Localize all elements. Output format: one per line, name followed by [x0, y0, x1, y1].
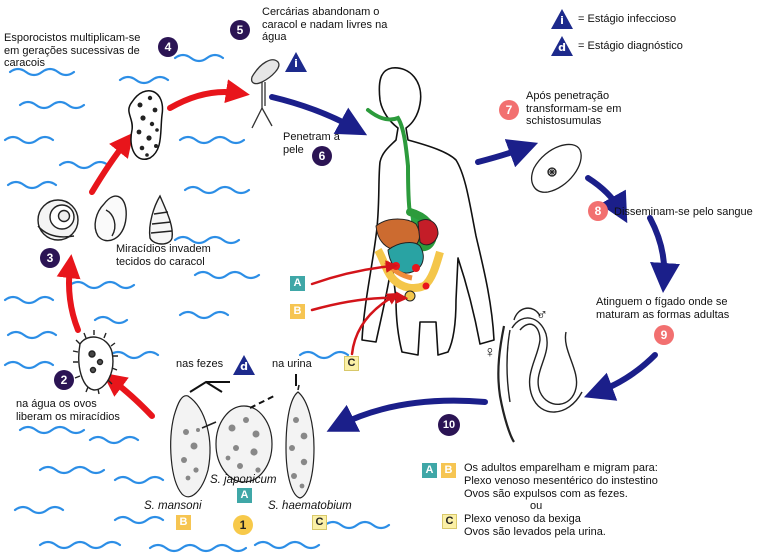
male-symbol: ♂ — [536, 307, 548, 324]
species-haematobium-tag: C — [312, 515, 327, 530]
egg-label-connectors — [189, 374, 297, 409]
step-5-text: Cercárias abandonam o caracol e nadam li… — [262, 6, 388, 43]
adults-note-line-3: Ovos são expulsos com as fezes. — [464, 488, 628, 500]
adults-note-or: ou — [530, 500, 543, 512]
adults-note-tag-c: C — [442, 514, 457, 529]
arrow-schistosomula-to-blood — [585, 175, 628, 224]
sporocyst-illustration — [128, 90, 164, 161]
step-8-text: Disseminam-se pelo sangue — [614, 206, 753, 218]
infectious-stage-marker: i — [285, 52, 307, 72]
snail-illustrations — [37, 194, 174, 245]
adult-worms-illustration — [497, 307, 583, 443]
egg-illustrations — [170, 384, 315, 499]
arrow-miracidium-to-snail — [56, 254, 81, 333]
step-4-text: Esporocistos multiplicam-se em gerações … — [4, 32, 141, 69]
step-5-badge: 5 — [230, 20, 250, 40]
step-9-badge: 9 — [654, 325, 674, 345]
adults-note-line-4: Plexo venoso da bexiga — [464, 513, 581, 525]
schistosomulum-illustration — [531, 143, 582, 193]
adults-note-tag-b: B — [441, 463, 456, 478]
step-3-text: Miracídios invadem tecidos do caracol — [116, 243, 211, 268]
step-9-text: Atinguem o fígado onde se maturam as for… — [596, 296, 730, 321]
step-7-badge: 7 — [499, 100, 519, 120]
in-feces-label: nas fezes — [176, 358, 224, 370]
site-tag-c: C — [344, 356, 359, 371]
adults-note-line-1: Os adultos emparelham e migram para: — [464, 462, 658, 474]
step-6-text: Penetram a pele — [283, 131, 340, 156]
species-mansoni-label: S. mansoni — [144, 500, 202, 512]
arrow-body-to-schistosomula — [475, 139, 539, 168]
adults-note-line-2: Plexo venoso mesentérico do instestino — [464, 475, 658, 487]
diagnostic-stage-marker: d — [233, 355, 255, 375]
arrow-adults-to-eggs — [326, 397, 488, 432]
step-2-badge: 2 — [54, 370, 74, 390]
arrow-snail-to-sporocyst — [89, 132, 134, 195]
step-3-badge: 3 — [40, 248, 60, 268]
navy-cycle-arrows — [269, 94, 680, 432]
step-10-badge: 10 — [438, 414, 460, 436]
arrow-liver-to-adults — [583, 352, 658, 401]
species-japonicum-tag: A — [237, 488, 252, 503]
species-haematobium-label: S. haematobium — [268, 500, 352, 512]
arrow-sporocyst-to-cercaria — [167, 79, 250, 111]
arrow-cercaria-to-skin — [269, 94, 368, 136]
arrow-egg-to-miracidium — [102, 372, 155, 419]
miracidium-illustration — [72, 330, 118, 395]
step-4-badge: 4 — [158, 37, 178, 57]
legend-diagnostic-marker: d — [551, 36, 573, 56]
step-6-badge: 6 — [312, 146, 332, 166]
legend-diagnostic-label: = Estágio diagnóstico — [578, 40, 683, 52]
species-japonicum-label: S. japonicum — [210, 474, 277, 486]
in-urine-label: na urina — [272, 358, 312, 370]
adults-note-tag-a: A — [422, 463, 437, 478]
red-cycle-arrows — [56, 79, 250, 419]
legend-infectious-marker: i — [551, 9, 573, 29]
cercaria-illustration — [250, 59, 280, 129]
human-body-outline — [361, 67, 495, 356]
species-mansoni-tag: B — [176, 515, 191, 530]
water-waves — [3, 53, 391, 553]
site-tag-a: A — [290, 276, 305, 291]
site-tag-b: B — [290, 304, 305, 319]
arrow-blood-to-liver — [647, 215, 680, 293]
step-7-text: Após penetração transformam-se em schist… — [526, 90, 622, 127]
legend-infectious-label: = Estágio infeccioso — [578, 13, 677, 25]
site-arrows — [310, 260, 409, 356]
step-2-text: na água os ovos liberam os miracídios — [16, 398, 120, 423]
step-8-badge: 8 — [588, 201, 608, 221]
adults-note-line-5: Ovos são levados pela urina. — [464, 526, 606, 538]
step-1-badge: 1 — [233, 515, 253, 535]
female-symbol: ♀ — [484, 344, 496, 361]
